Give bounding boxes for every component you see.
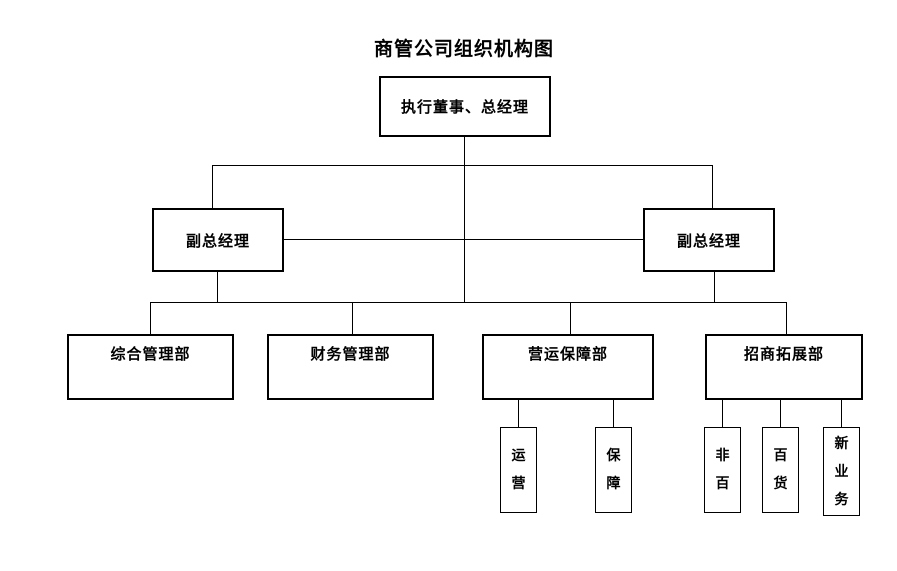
chart-title: 商管公司组织机构图	[373, 38, 554, 60]
connector-sub-non-retail-drop	[722, 400, 723, 427]
node-label: 新业务	[834, 435, 849, 508]
node-operations-support-dept: 营运保障部	[482, 334, 654, 400]
node-label: 营运保障部	[527, 345, 608, 363]
node-sub-new-business: 新业务	[823, 427, 860, 516]
node-deputy-general-manager-left: 副总经理	[152, 208, 284, 272]
node-label: 保障	[606, 448, 621, 492]
node-label: 运营	[511, 448, 526, 492]
connector-vp-right-down	[714, 272, 715, 303]
connector-sub-dept-store-drop	[780, 400, 781, 427]
connector-level3-horizontal	[150, 302, 787, 303]
node-leasing-expansion-dept: 招商拓展部	[705, 334, 863, 400]
connector-sub-support-drop	[613, 400, 614, 427]
connector-dept1-drop	[150, 302, 151, 334]
node-label: 非百	[715, 448, 730, 492]
connector-dept2-drop	[352, 302, 353, 334]
node-label: 副总经理	[185, 231, 250, 250]
node-executive-director-general-manager: 执行董事、总经理	[379, 76, 551, 137]
connector-level2-horizontal	[212, 165, 713, 166]
node-label: 财务管理部	[310, 345, 391, 363]
node-label: 综合管理部	[110, 345, 191, 363]
connector-dept3-drop	[570, 302, 571, 334]
connector-vp-to-vp	[284, 239, 643, 240]
node-finance-management-dept: 财务管理部	[267, 334, 434, 400]
connector-vp-left-down	[217, 272, 218, 303]
node-sub-non-retail: 非百	[704, 427, 741, 513]
connector-dept4-drop	[786, 302, 787, 334]
connector-level2-right-drop	[712, 165, 713, 208]
connector-sub-operation-drop	[518, 400, 519, 427]
connector-sub-new-business-drop	[841, 400, 842, 427]
node-sub-department-store: 百货	[762, 427, 799, 513]
node-label: 百货	[773, 448, 788, 492]
node-label: 招商拓展部	[743, 345, 824, 363]
node-sub-support: 保障	[595, 427, 632, 513]
node-label: 副总经理	[676, 231, 741, 250]
node-sub-operation: 运营	[500, 427, 537, 513]
connector-root-vertical	[464, 137, 465, 303]
connector-level2-left-drop	[212, 165, 213, 208]
node-deputy-general-manager-right: 副总经理	[643, 208, 775, 272]
node-general-management-dept: 综合管理部	[67, 334, 234, 400]
node-label: 执行董事、总经理	[400, 98, 529, 116]
